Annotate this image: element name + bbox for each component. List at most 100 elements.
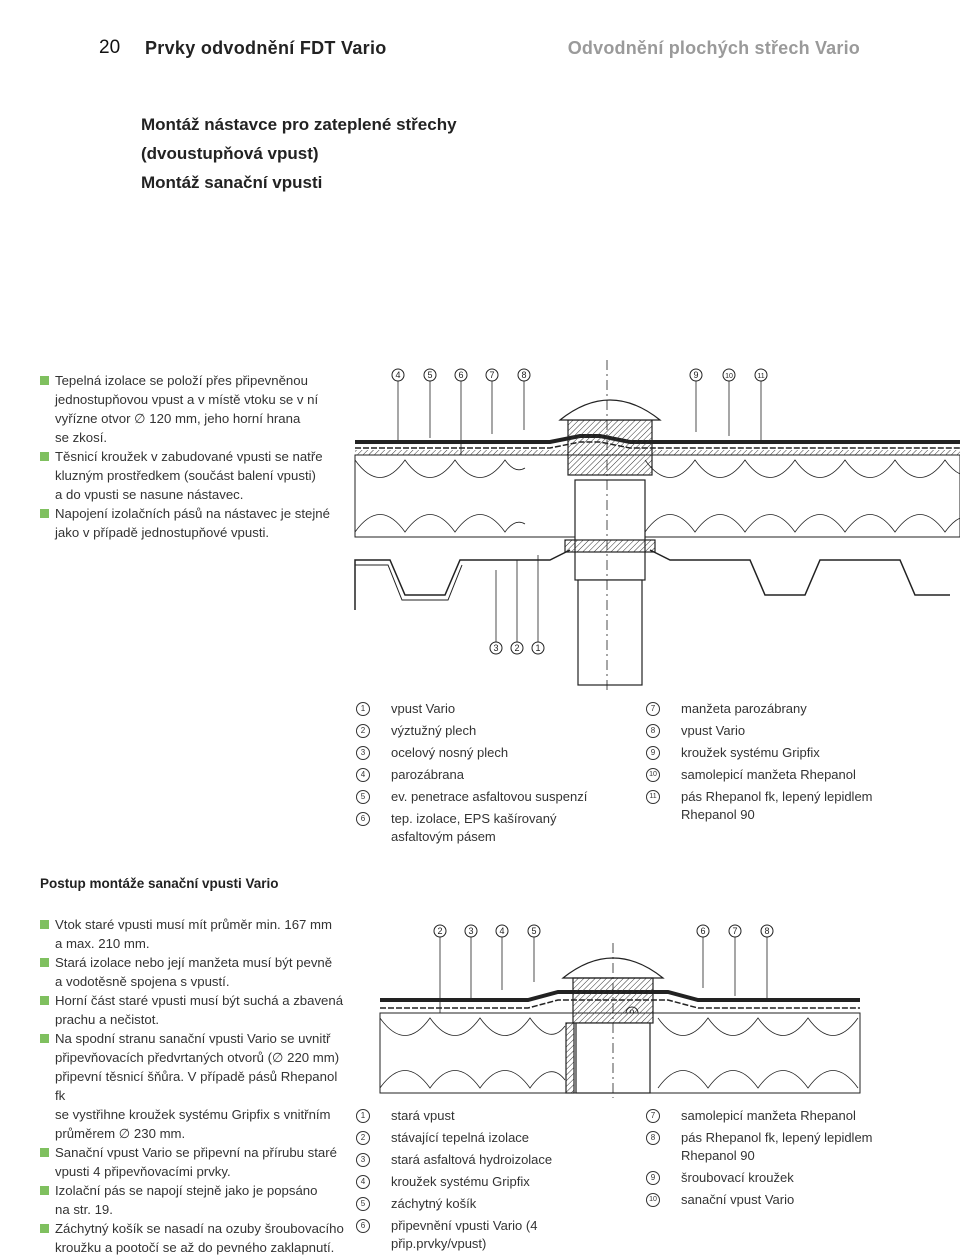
- legend-number: 5: [356, 790, 370, 804]
- text-line: Tepelná izolace se položí přes připevněn…: [55, 373, 308, 388]
- legend-text: Rhepanol 90: [681, 807, 755, 822]
- section-title-line: (dvoustupňová vpust): [141, 144, 319, 163]
- legend-text: manžeta parozábrany: [681, 701, 807, 716]
- legend-text: asfaltovým pásem: [391, 829, 496, 844]
- subheading: Postup montáže sanační vpusti Vario: [40, 876, 279, 891]
- legend-number: 5: [356, 1197, 370, 1211]
- svg-text:2: 2: [514, 643, 519, 653]
- svg-text:4: 4: [395, 370, 400, 380]
- callout-7: 7: [485, 368, 499, 382]
- callout-9: 9: [689, 368, 703, 382]
- callout-11: 11: [754, 368, 768, 382]
- text-line: vyřízne otvor ∅ 120 mm, jeho horní hrana: [55, 411, 301, 426]
- legend-text: ev. penetrace asfaltovou suspenzí: [391, 789, 588, 804]
- list-item: Tepelná izolace se položí přes připevněn…: [40, 371, 350, 447]
- legend-number: 9: [646, 746, 660, 760]
- section-title-line: Montáž nástavce pro zateplené střechy: [141, 115, 457, 134]
- text-line: jako v případě jednostupňové vpusti.: [55, 525, 270, 540]
- text-line: Izolační pás se napojí stejně jako je po…: [55, 1183, 318, 1198]
- text-line: připevňovacích předvrtaných otvorů (∅ 22…: [55, 1050, 340, 1065]
- legend-number: 6: [356, 812, 370, 826]
- svg-text:7: 7: [489, 370, 494, 380]
- callout-1: 1: [531, 641, 545, 655]
- legend-number: 7: [646, 1109, 660, 1123]
- legend-text: ocelový nosný plech: [391, 745, 509, 760]
- text-line: a max. 210 mm.: [55, 936, 150, 951]
- svg-text:10: 10: [725, 373, 733, 380]
- legend-text: kroužek systému Gripfix: [681, 745, 820, 760]
- text-line: průměrem ∅ 230 mm.: [55, 1126, 186, 1141]
- legend-number: 7: [646, 702, 660, 716]
- svg-text:5: 5: [531, 926, 536, 936]
- svg-text:8: 8: [764, 926, 769, 936]
- list-item: Vtok staré vpusti musí mít průměr min. 1…: [40, 915, 350, 953]
- svg-text:9: 9: [693, 370, 698, 380]
- legend-text: stávající tepelná izolace: [391, 1130, 530, 1145]
- svg-text:2: 2: [437, 926, 442, 936]
- text-line: připevní těsnicí šňůra. V případě pásů R…: [55, 1069, 338, 1103]
- callout-5: 5: [527, 924, 541, 938]
- list-item: Horní část staré vpusti musí být suchá a…: [40, 991, 350, 1029]
- svg-text:7: 7: [732, 926, 737, 936]
- intro-list: Tepelná izolace se položí přes připevněn…: [40, 371, 350, 542]
- legend-number: 2: [356, 724, 370, 738]
- legend-number: 8: [646, 724, 660, 738]
- legend-item: 5 ev. penetrace asfaltovou suspenzí: [356, 788, 616, 806]
- callout-2: 2: [510, 641, 524, 655]
- text-line: kroužku a pootočí se až do pevného zakla…: [55, 1240, 335, 1255]
- legend-text: připevnění vpusti Vario (4 přip.prvky/vp…: [391, 1218, 538, 1251]
- text-line: Těsnicí kroužek v zabudované vpusti se n…: [55, 449, 323, 464]
- legend-number: 3: [356, 1153, 370, 1167]
- legend-text: Rhepanol 90: [681, 1148, 755, 1163]
- text-line: Vtok staré vpusti musí mít průměr min. 1…: [55, 917, 333, 932]
- legend-item: 6 tep. izolace, EPS kašírovaný asfaltovým …: [356, 810, 616, 846]
- list-item: Stará izolace nebo její manžeta musí být…: [40, 953, 350, 991]
- chapter-title: Prvky odvodnění FDT Vario: [145, 38, 387, 58]
- legend-1-right: 7 manžeta parozábrany 8 vpust Vario 9 krouž…: [646, 700, 886, 828]
- text-line: Na spodní stranu sanační vpusti Vario se…: [55, 1031, 331, 1046]
- text-line: a do vpusti se nasune nástavec.: [55, 487, 244, 502]
- legend-text: vpust Vario: [391, 701, 456, 716]
- legend-number: 1: [356, 702, 370, 716]
- text-line: Sanační vpust Vario se připevní na příru…: [55, 1145, 337, 1160]
- legend-number: 4: [356, 1175, 370, 1189]
- legend-text: samolepicí manžeta Rhepanol: [681, 1108, 856, 1123]
- svg-text:3: 3: [468, 926, 473, 936]
- legend-text: vpust Vario: [681, 723, 746, 738]
- text-line: se zkosí.: [55, 430, 108, 445]
- callout-3: 3: [489, 641, 503, 655]
- legend-text: pás Rhepanol fk, lepený lepidlem: [681, 789, 873, 804]
- svg-text:6: 6: [458, 370, 463, 380]
- legend-text: záchytný košík: [391, 1196, 477, 1211]
- steps-list: Vtok staré vpusti musí mít průměr min. 1…: [40, 915, 350, 1257]
- callout-2: 2: [433, 924, 447, 938]
- legend-number: 10: [646, 1193, 660, 1207]
- legend-number: 3: [356, 746, 370, 760]
- legend-number: 9: [646, 1171, 660, 1185]
- text-line: prachu a nečistot.: [55, 1012, 160, 1027]
- list-item: Sanační vpust Vario se připevní na příru…: [40, 1143, 350, 1181]
- svg-text:5: 5: [427, 370, 432, 380]
- legend-text: sanační vpust Vario: [681, 1192, 795, 1207]
- legend-text: tep. izolace, EPS kašírovaný: [391, 811, 557, 826]
- legend-text: šroubovací kroužek: [681, 1170, 794, 1185]
- callout-10: 10: [722, 368, 736, 382]
- callout-5: 5: [423, 368, 437, 382]
- text-line: Záchytný košík se nasadí na ozuby šroubo…: [55, 1221, 344, 1236]
- drain-diagram-2: 2 3 4 5 6 7 8 9 10 1: [379, 924, 861, 1098]
- legend-number: 1: [356, 1109, 370, 1123]
- svg-text:4: 4: [499, 926, 504, 936]
- svg-text:8: 8: [521, 370, 526, 380]
- text-line: Napojení izolačních pásů na nástavec je …: [55, 506, 330, 521]
- legend-item: 7 manžeta parozábrany: [646, 700, 886, 718]
- text-line: Stará izolace nebo její manžeta musí být…: [55, 955, 333, 970]
